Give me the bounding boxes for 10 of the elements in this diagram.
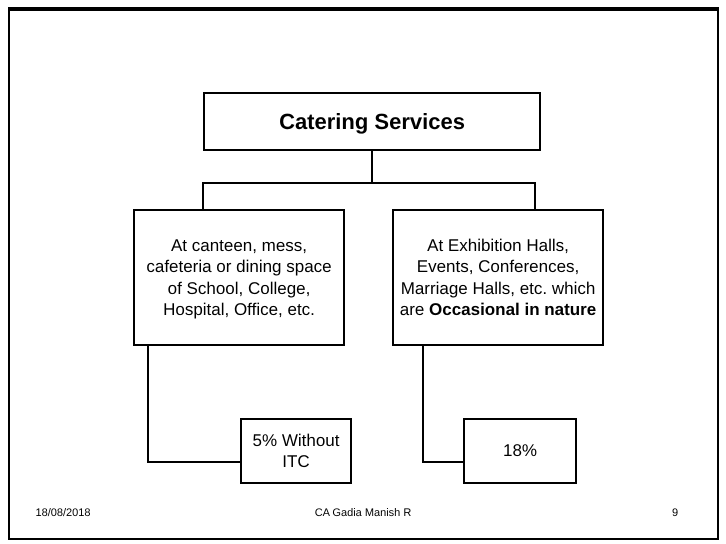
footer-text: 9 (672, 507, 678, 519)
title-box: Catering Services (203, 92, 541, 151)
category-box: At Exhibition Halls, Events, Conferences, Marriage Halls, etc. which are Occasional in nature (392, 209, 604, 346)
connector-line (422, 346, 463, 463)
category-box: 18% (463, 418, 577, 484)
footer-text: CA Gadia Manish R (314, 507, 412, 519)
connector-line (147, 346, 240, 463)
category-box: 5% Without ITC (240, 418, 352, 484)
footer-text: 18/08/2018 (35, 507, 91, 519)
category-box: At canteen, mess, cafeteria or dining space of School, College, Hospital, Office, etc. (133, 209, 345, 346)
